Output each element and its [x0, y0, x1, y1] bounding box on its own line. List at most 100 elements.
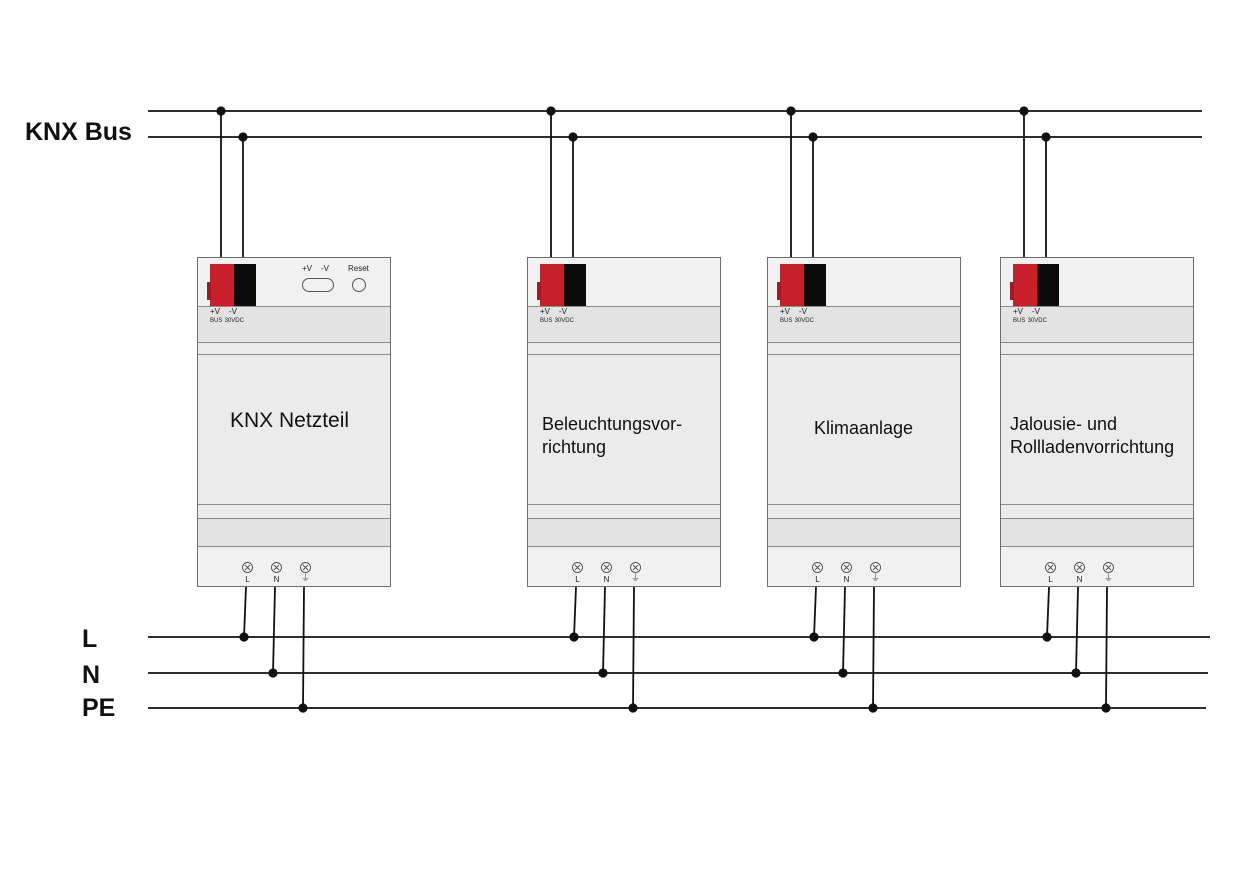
device-divider [768, 342, 960, 343]
terminal-pe[interactable]: ⏚ [621, 562, 650, 584]
bus-connector[interactable] [777, 264, 826, 306]
pe-junction [628, 703, 638, 713]
device-lower-band [1001, 518, 1193, 549]
bus-connector[interactable] [207, 264, 256, 306]
bus-label: BUS [210, 318, 223, 324]
terminal-n-label: N [603, 575, 610, 584]
minus-v-label: -V [558, 307, 567, 316]
terminal-n[interactable]: N [592, 562, 621, 584]
plus-v-label: +V [210, 307, 221, 316]
bus-minus-junction [568, 132, 578, 142]
device-divider [198, 342, 390, 343]
terminal-l[interactable]: L [803, 562, 832, 584]
bus-connector[interactable] [1010, 264, 1059, 306]
terminal-l[interactable]: L [1036, 562, 1065, 584]
terminal-l[interactable]: L [233, 562, 262, 584]
bus-plus-junction [546, 106, 556, 116]
bus-minus-terminal[interactable] [234, 264, 256, 306]
screw-icon [242, 562, 253, 573]
bus-minus-junction [808, 132, 818, 142]
terminal-l-label: L [815, 575, 820, 584]
bus-plus-junction [1019, 106, 1029, 116]
bus-plus-junction [786, 106, 796, 116]
device-name-line2: richtung [542, 437, 607, 457]
ground-icon: ⏚ [630, 573, 640, 583]
n-drop [272, 586, 276, 674]
reset-button[interactable] [352, 278, 366, 292]
pe-junction [1101, 703, 1111, 713]
bus-minus-terminal[interactable] [1037, 264, 1059, 306]
pe-drop [1105, 586, 1108, 709]
power-terminals: L N ⏚ [803, 562, 890, 584]
screw-icon [812, 562, 823, 573]
screw-icon [630, 562, 641, 573]
screw-icon [1103, 562, 1114, 573]
knx-bus-label: KNX Bus [25, 118, 132, 146]
voltage-label: 30VDC [554, 318, 574, 324]
plus-v-label: +V [780, 307, 791, 316]
ground-icon: ⏚ [870, 573, 880, 583]
minus-v-label: -V [228, 307, 237, 316]
bus-plus-junction [216, 106, 226, 116]
terminal-pe[interactable]: ⏚ [861, 562, 890, 584]
n-drop [602, 586, 606, 674]
l-junction [239, 632, 249, 642]
terminal-l[interactable]: L [563, 562, 592, 584]
pe-junction [298, 703, 308, 713]
line-l-label: L [82, 625, 98, 653]
n-junction [1071, 668, 1081, 678]
bus-plus-terminal[interactable] [537, 264, 564, 306]
device-divider [528, 504, 720, 505]
pe-drop [872, 586, 875, 709]
device-name-line2: Rollladenvorrichtung [1010, 437, 1175, 457]
bus-plus-terminal[interactable] [207, 264, 234, 306]
terminal-n[interactable]: N [262, 562, 291, 584]
terminal-l-label: L [245, 575, 250, 584]
screw-icon [1045, 562, 1056, 573]
psu-plus-label: +V [302, 264, 313, 273]
device-divider [198, 354, 390, 355]
bus-minus-terminal[interactable] [804, 264, 826, 306]
psu-minus-label: -V [321, 264, 329, 273]
psu-reset-label: Reset [348, 264, 369, 273]
bus-minus-junction [238, 132, 248, 142]
n-drop [842, 586, 846, 674]
minus-v-label: -V [798, 307, 807, 316]
terminal-n[interactable]: N [832, 562, 861, 584]
bus-minus-junction [1041, 132, 1051, 142]
power-terminals: L N ⏚ [233, 562, 320, 584]
psu-controls: +V -V Reset [302, 264, 376, 298]
device-terminal-panel [768, 546, 960, 586]
device-name-line1: Jalousie- und [1010, 414, 1118, 434]
pe-drop [632, 586, 635, 709]
screw-icon [601, 562, 612, 573]
device-divider [528, 342, 720, 343]
screw-icon [841, 562, 852, 573]
terminal-pe[interactable]: ⏚ [291, 562, 320, 584]
bus-minus-terminal[interactable] [564, 264, 586, 306]
voltage-output-socket[interactable] [302, 278, 334, 292]
screw-icon [271, 562, 282, 573]
n-junction [268, 668, 278, 678]
bus-plus-terminal[interactable] [777, 264, 804, 306]
terminal-n[interactable]: N [1065, 562, 1094, 584]
device-upper-band [198, 306, 390, 343]
pe-junction [868, 703, 878, 713]
bus-plus-terminal[interactable] [1010, 264, 1037, 306]
terminal-l-label: L [1048, 575, 1053, 584]
device-upper-band [768, 306, 960, 343]
device-lower-band [198, 518, 390, 549]
l-drop [1046, 586, 1050, 638]
power-terminals: L N⏚ [1036, 562, 1123, 584]
n-junction [838, 668, 848, 678]
device-terminal-panel [1001, 546, 1193, 586]
terminal-n-label: N [273, 575, 280, 584]
terminal-pe[interactable]: ⏚ [1094, 562, 1123, 584]
bus-connector[interactable] [537, 264, 586, 306]
device-divider [528, 354, 720, 355]
